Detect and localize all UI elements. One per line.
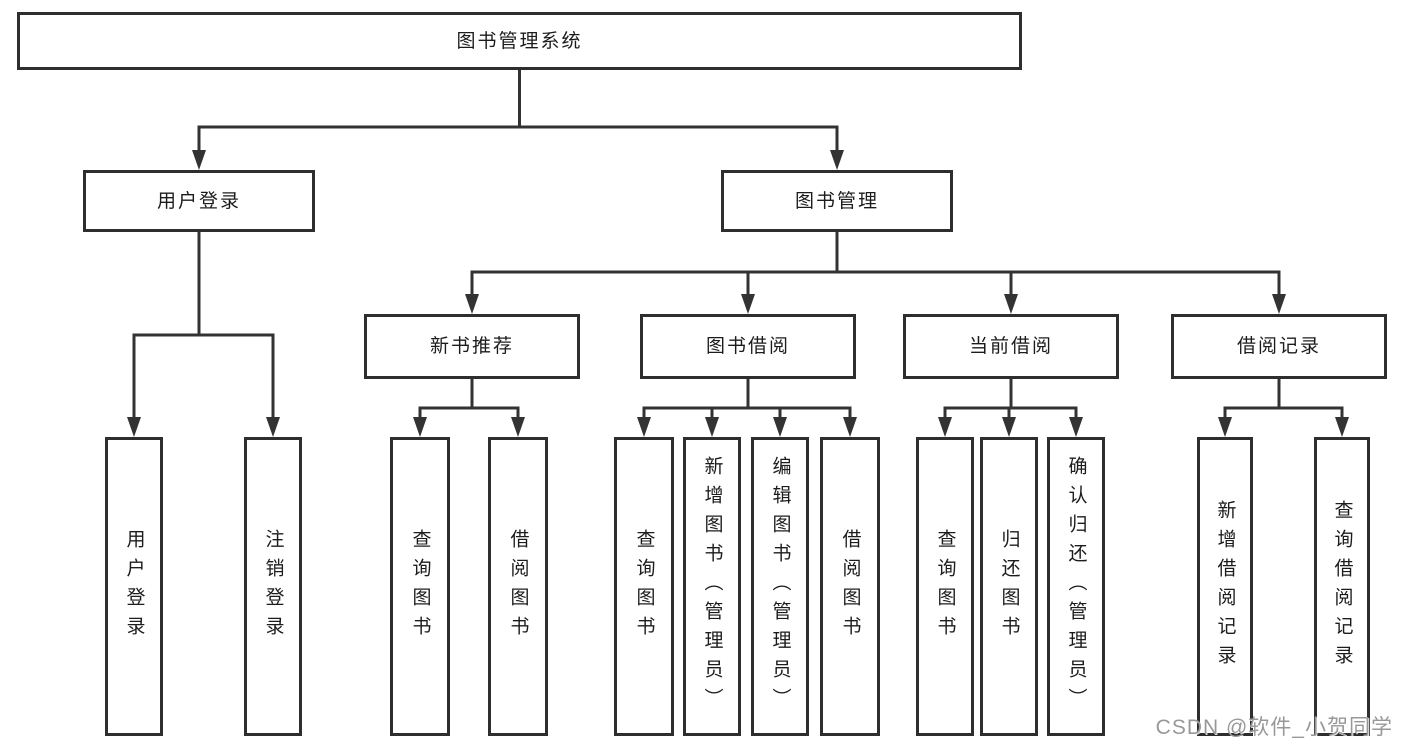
node-label-leaf-cb-confirm-return: 确认归还（管理员）: [1065, 456, 1087, 717]
node-label-user-login: 用户登录: [156, 190, 241, 212]
arrowhead-icon: [773, 417, 787, 437]
arrowhead-icon: [1335, 417, 1349, 437]
node-leaf-bb-edit-book-admin: 编辑图书（管理员）: [751, 437, 809, 736]
node-borrow-records: 借阅记录: [1171, 314, 1387, 379]
arrowhead-icon: [705, 417, 719, 437]
node-leaf-logout: 注销登录: [244, 437, 302, 736]
node-leaf-bb-query-book: 查询图书: [614, 437, 674, 736]
node-book-management: 图书管理: [721, 170, 953, 232]
arrowhead-icon: [741, 294, 755, 314]
arrowhead-icon: [511, 417, 525, 437]
node-leaf-bb-add-book-admin: 新增图书（管理员）: [683, 437, 741, 736]
node-user-login: 用户登录: [83, 170, 315, 232]
node-leaf-bb-borrow-book: 借阅图书: [820, 437, 880, 736]
node-current-borrow: 当前借阅: [903, 314, 1119, 379]
node-label-leaf-logout: 注销登录: [262, 528, 284, 645]
node-label-leaf-br-add-record: 新增借阅记录: [1214, 499, 1236, 674]
arrowhead-icon: [1069, 417, 1083, 437]
node-label-leaf-bb-edit-book-admin: 编辑图书（管理员）: [769, 456, 791, 717]
arrowhead-icon: [1002, 417, 1016, 437]
node-label-leaf-bb-borrow-book: 借阅图书: [839, 528, 861, 645]
node-new-book-recommend: 新书推荐: [364, 314, 580, 379]
node-book-borrow: 图书借阅: [640, 314, 856, 379]
node-label-leaf-bb-add-book-admin: 新增图书（管理员）: [701, 456, 723, 717]
node-label-current-borrow: 当前借阅: [968, 336, 1053, 357]
arrowhead-icon: [1272, 294, 1286, 314]
node-leaf-cb-query-book: 查询图书: [916, 437, 974, 736]
node-label-leaf-bb-query-book: 查询图书: [633, 528, 655, 645]
node-label-borrow-records: 借阅记录: [1236, 336, 1321, 357]
node-label-leaf-nbr-borrow-book: 借阅图书: [507, 528, 529, 645]
arrowhead-icon: [830, 150, 844, 170]
node-leaf-br-query-record: 查询借阅记录: [1314, 437, 1370, 736]
node-label-book-borrow: 图书借阅: [705, 336, 790, 357]
node-leaf-nbr-query-book: 查询图书: [390, 437, 450, 736]
arrowhead-icon: [266, 417, 280, 437]
arrowhead-icon: [637, 417, 651, 437]
node-label-leaf-cb-query-book: 查询图书: [934, 528, 956, 645]
node-label-leaf-user-login: 用户登录: [123, 528, 145, 645]
arrowhead-icon: [1218, 417, 1232, 437]
arrowhead-icon: [465, 294, 479, 314]
node-leaf-cb-confirm-return: 确认归还（管理员）: [1047, 437, 1105, 736]
node-label-leaf-br-query-record: 查询借阅记录: [1331, 499, 1353, 674]
arrowhead-icon: [1004, 294, 1018, 314]
node-leaf-cb-return-book: 归还图书: [980, 437, 1038, 736]
arrowhead-icon: [413, 417, 427, 437]
arrowhead-icon: [192, 150, 206, 170]
node-root: 图书管理系统: [17, 12, 1022, 70]
node-leaf-user-login: 用户登录: [105, 437, 163, 736]
node-label-leaf-nbr-query-book: 查询图书: [409, 528, 431, 645]
node-leaf-nbr-borrow-book: 借阅图书: [488, 437, 548, 736]
arrowhead-icon: [843, 417, 857, 437]
arrowhead-icon: [127, 417, 141, 437]
node-leaf-br-add-record: 新增借阅记录: [1197, 437, 1253, 736]
node-label-leaf-cb-return-book: 归还图书: [998, 528, 1020, 645]
csdn-watermark: CSDN @软件_小贺同学: [1155, 716, 1393, 739]
node-label-new-book-recommend: 新书推荐: [429, 336, 514, 357]
node-label-book-management: 图书管理: [794, 190, 879, 212]
arrowhead-icon: [938, 417, 952, 437]
node-label-root: 图书管理系统: [456, 30, 583, 52]
